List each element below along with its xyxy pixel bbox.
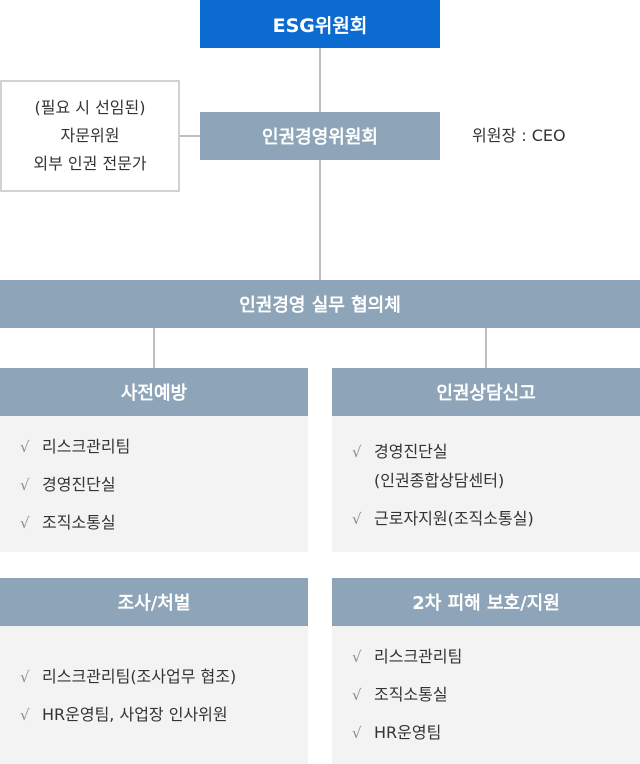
human-rights-committee-label: 인권경영위원회 [262,127,378,148]
list-item: √HR운영팀, 사업장 인사위원 [20,703,228,727]
panel-prevention-title: 사전예방 [120,383,188,404]
list-item-subtext: (인권종합상담센터) [374,471,505,490]
advisor-line-1: (필요 시 선임된) [34,98,146,117]
list-item: √경영진단실 [20,473,116,497]
panel-prevention-header: 사전예방 [0,368,308,416]
advisor-box: (필요 시 선임된) 자문위원 외부 인권 전문가 [0,80,180,192]
advisor-line-3: 외부 인권 전문가 [33,154,147,173]
panel-protection-body: √리스크관리팀 √조직소통실 √HR운영팀 [332,626,640,764]
connector-esg-to-council [319,48,321,280]
panel-counseling-header: 인권상담신고 [332,368,640,416]
panel-investigation-title: 조사/처벌 [117,593,191,614]
list-item: √조직소통실 [352,683,448,707]
list-item: √리스크관리팀 [352,645,462,669]
list-item: √HR운영팀 [352,721,441,745]
check-icon: √ [20,438,30,456]
check-icon: √ [352,443,362,461]
connector-council-to-right-column [485,328,487,368]
list-item: √리스크관리팀(조사업무 협조) [20,665,236,689]
panel-investigation-body: √리스크관리팀(조사업무 협조) √HR운영팀, 사업장 인사위원 [0,626,308,764]
check-icon: √ [352,724,362,742]
list-item: √근로자지원(조직소통실) [352,507,534,531]
committee-chair-label: 위원장 : CEO [472,126,566,145]
panel-counseling-title: 인권상담신고 [436,383,536,404]
connector-advisor-to-committee [180,135,200,137]
esg-committee-box: ESG위원회 [200,0,440,48]
advisor-line-2: 자문위원 [60,126,120,145]
check-icon: √ [20,476,30,494]
list-item: √경영진단실 [352,440,448,464]
check-icon: √ [20,668,30,686]
check-icon: √ [20,514,30,532]
check-icon: √ [20,706,30,724]
check-icon: √ [352,648,362,666]
working-council-box: 인권경영 실무 협의체 [0,280,640,328]
check-icon: √ [352,686,362,704]
check-icon: √ [352,510,362,528]
panel-prevention-body: √리스크관리팀 √경영진단실 √조직소통실 [0,416,308,552]
esg-committee-label: ESG위원회 [272,14,368,37]
list-item: √리스크관리팀 [20,435,130,459]
human-rights-committee-box: 인권경영위원회 [200,112,440,160]
connector-council-to-left-column [153,328,155,368]
list-item: √조직소통실 [20,511,116,535]
panel-investigation-header: 조사/처벌 [0,578,308,626]
panel-protection-header: 2차 피해 보호/지원 [332,578,640,626]
panel-counseling-body: √경영진단실 (인권종합상담센터) √근로자지원(조직소통실) [332,416,640,552]
working-council-label: 인권경영 실무 협의체 [239,295,401,316]
panel-protection-title: 2차 피해 보호/지원 [412,593,560,614]
